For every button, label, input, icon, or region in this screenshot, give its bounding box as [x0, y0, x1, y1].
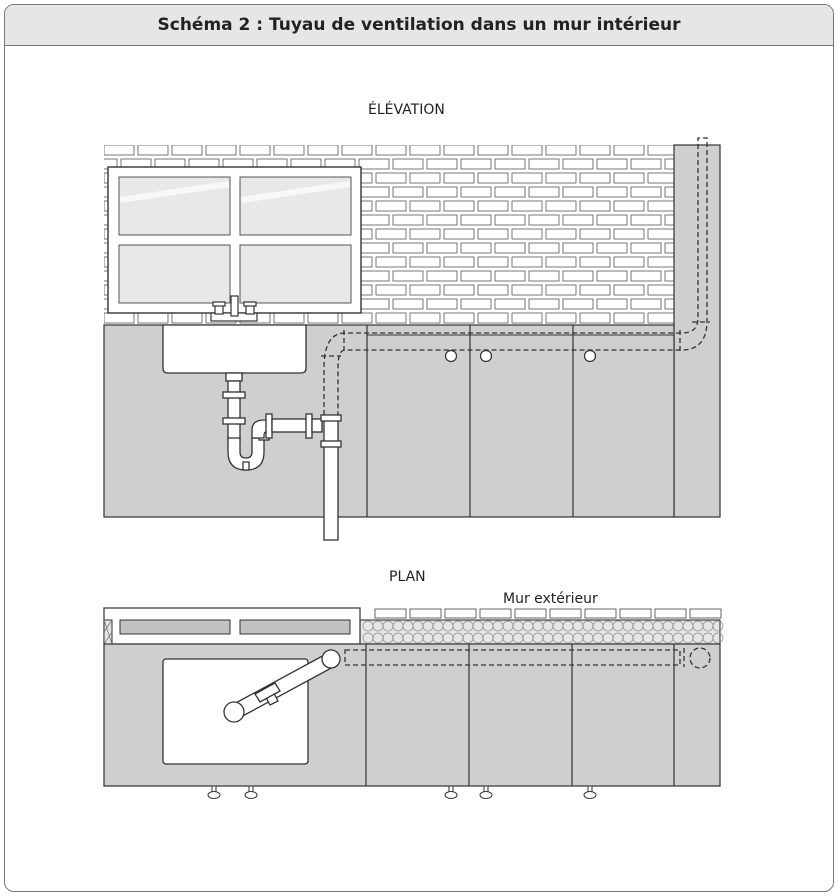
- elevation-label: ÉLÉVATION: [368, 102, 445, 118]
- p-trap: [222, 372, 323, 471]
- exterior-wall-bricks: [374, 608, 722, 619]
- window: [107, 166, 362, 314]
- sink-basin: [162, 324, 307, 374]
- cabinet-knob: [583, 349, 597, 363]
- interior-wall: [673, 144, 721, 518]
- vent-pipe-elevation: [321, 137, 710, 415]
- plan-view: [103, 607, 724, 799]
- cabinet-knob: [444, 349, 458, 363]
- insulation-pattern: [362, 620, 724, 644]
- trap-arm-plan: [223, 649, 341, 723]
- diagram-title: Schéma 2 : Tuyau de ventilation dans un …: [5, 5, 833, 46]
- drain-pipe: [320, 414, 342, 541]
- vent-pipe-plan: [344, 647, 711, 669]
- exterior-wall-label: Mur extérieur: [503, 591, 598, 607]
- plan-label: PLAN: [389, 569, 426, 585]
- cabinet-legs: [207, 785, 597, 799]
- cabinet-knob: [479, 349, 493, 363]
- faucet: [210, 295, 258, 322]
- elevation-view: [103, 137, 721, 541]
